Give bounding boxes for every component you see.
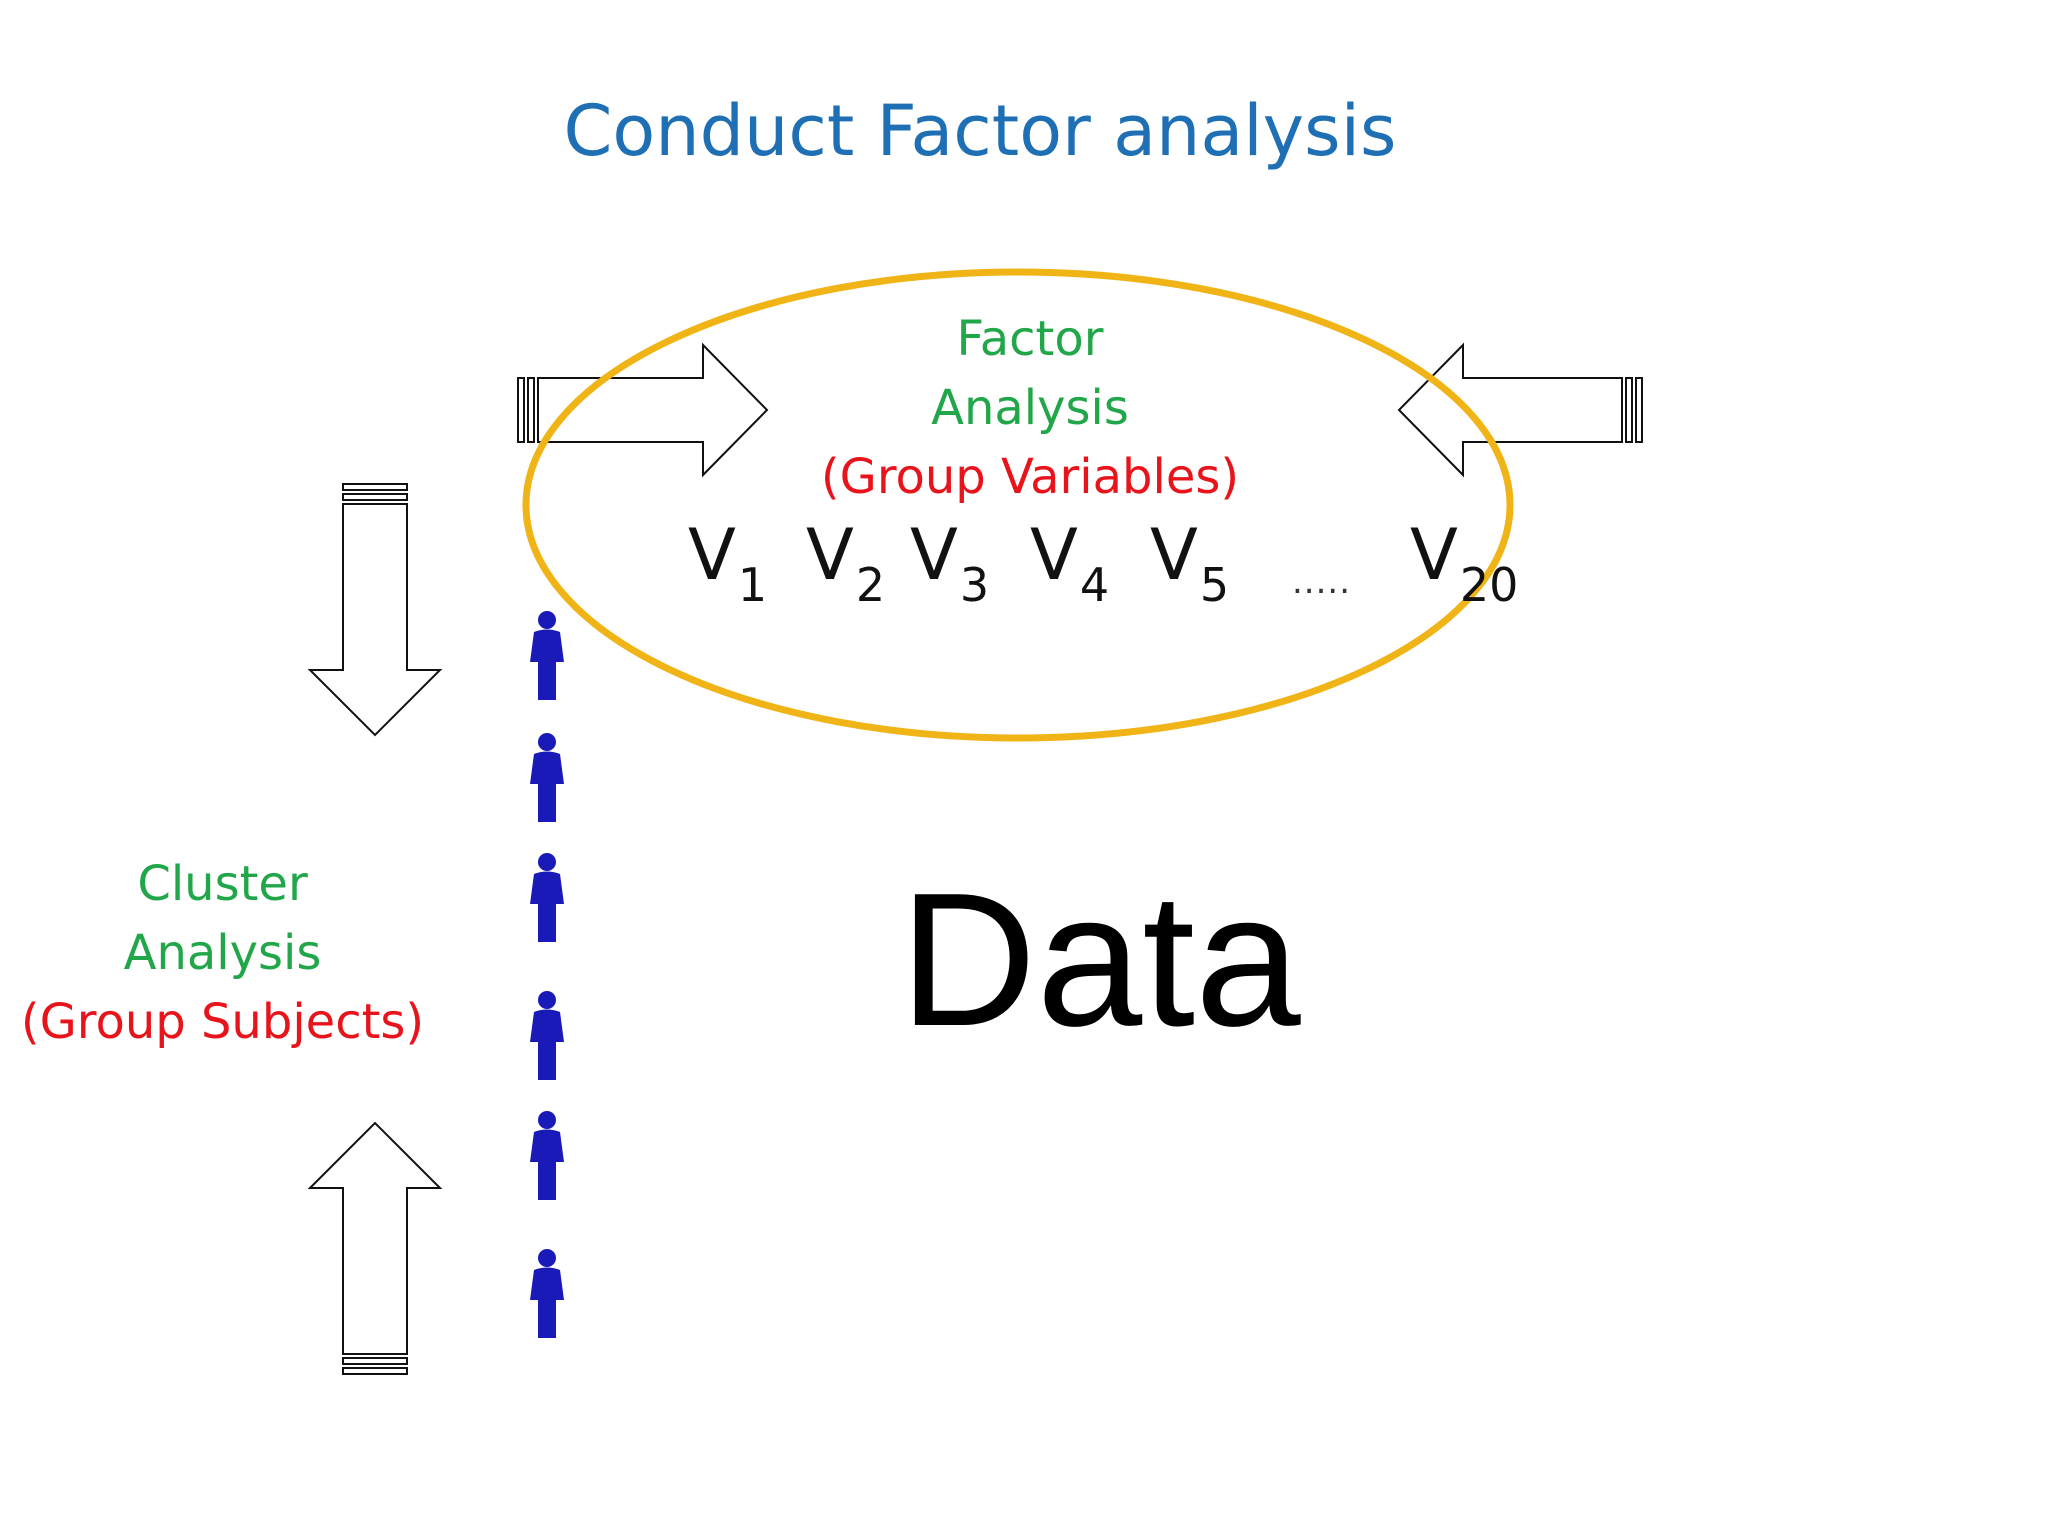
variable-v20: V20 (1410, 514, 1519, 612)
person-icon (530, 853, 564, 942)
page-title: Conduct Factor analysis (563, 90, 1397, 172)
person-icon (530, 733, 564, 822)
factor-analysis-line2: Analysis (931, 380, 1129, 436)
cluster-analysis-line3: (Group Subjects) (20, 994, 425, 1050)
cluster-analysis-line2: Analysis (123, 925, 322, 981)
cluster-analysis-line1: Cluster (137, 856, 308, 912)
block-arrow-up-icon (307, 1121, 443, 1375)
block-arrow-left-icon (1397, 342, 1643, 478)
factor-analysis-ellipse (522, 268, 1514, 742)
variable-v4: V4 (1030, 514, 1110, 612)
person-icon (530, 991, 564, 1080)
person-icon (530, 1111, 564, 1200)
cluster-analysis-label: Cluster Analysis (Group Subjects) (0, 850, 445, 1057)
block-arrow-right-icon (517, 342, 769, 478)
variable-v5: V5 (1150, 514, 1230, 612)
block-arrow-down-icon (307, 483, 443, 737)
person-icon (530, 1249, 564, 1338)
person-icon (530, 611, 564, 700)
variable-v1: V1 (688, 514, 768, 612)
factor-analysis-label: Factor Analysis (Group Variables) (760, 305, 1300, 512)
variable-v2: V2 (806, 514, 886, 612)
factor-analysis-line3: (Group Variables) (820, 449, 1240, 505)
variable-v3: V3 (910, 514, 990, 612)
variables-ellipsis: ..... (1292, 562, 1352, 602)
factor-analysis-line1: Factor (956, 311, 1104, 367)
data-label: Data (899, 854, 1301, 1066)
